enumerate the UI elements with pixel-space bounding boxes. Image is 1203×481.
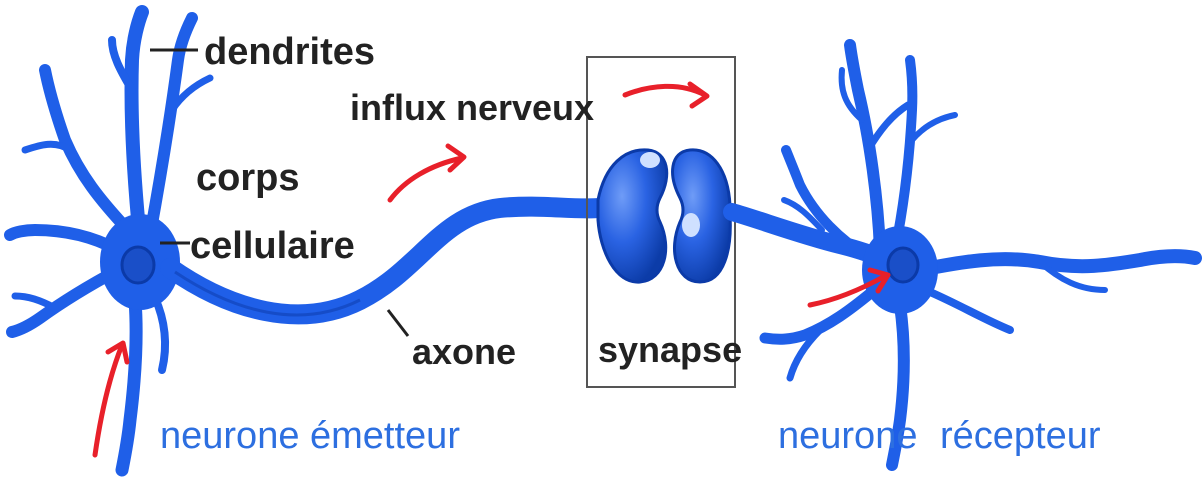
caption-neurone-emetteur: neurone émetteur [160,415,460,457]
postsynaptic-terminal [673,150,731,282]
label-influx: influx nerveux [350,87,594,128]
arrow-synapse [625,84,707,106]
label-synapse: synapse [598,329,742,370]
impulse-arrows [95,84,888,455]
arrow-influx [390,146,464,200]
presynaptic-terminal [598,150,667,282]
receiver-nucleus [888,248,918,282]
caption-recepteur: récepteur [940,415,1101,457]
label-cellulaire: cellulaire [190,225,355,267]
label-dendrites: dendrites [204,31,375,73]
emitter-nucleus [122,247,154,283]
label-corps: corps [196,157,299,199]
caption-neurone: neurone [778,415,917,457]
label-axone: axone [412,331,516,372]
leader-axone [388,310,408,336]
receiver-neuron [732,45,1195,465]
